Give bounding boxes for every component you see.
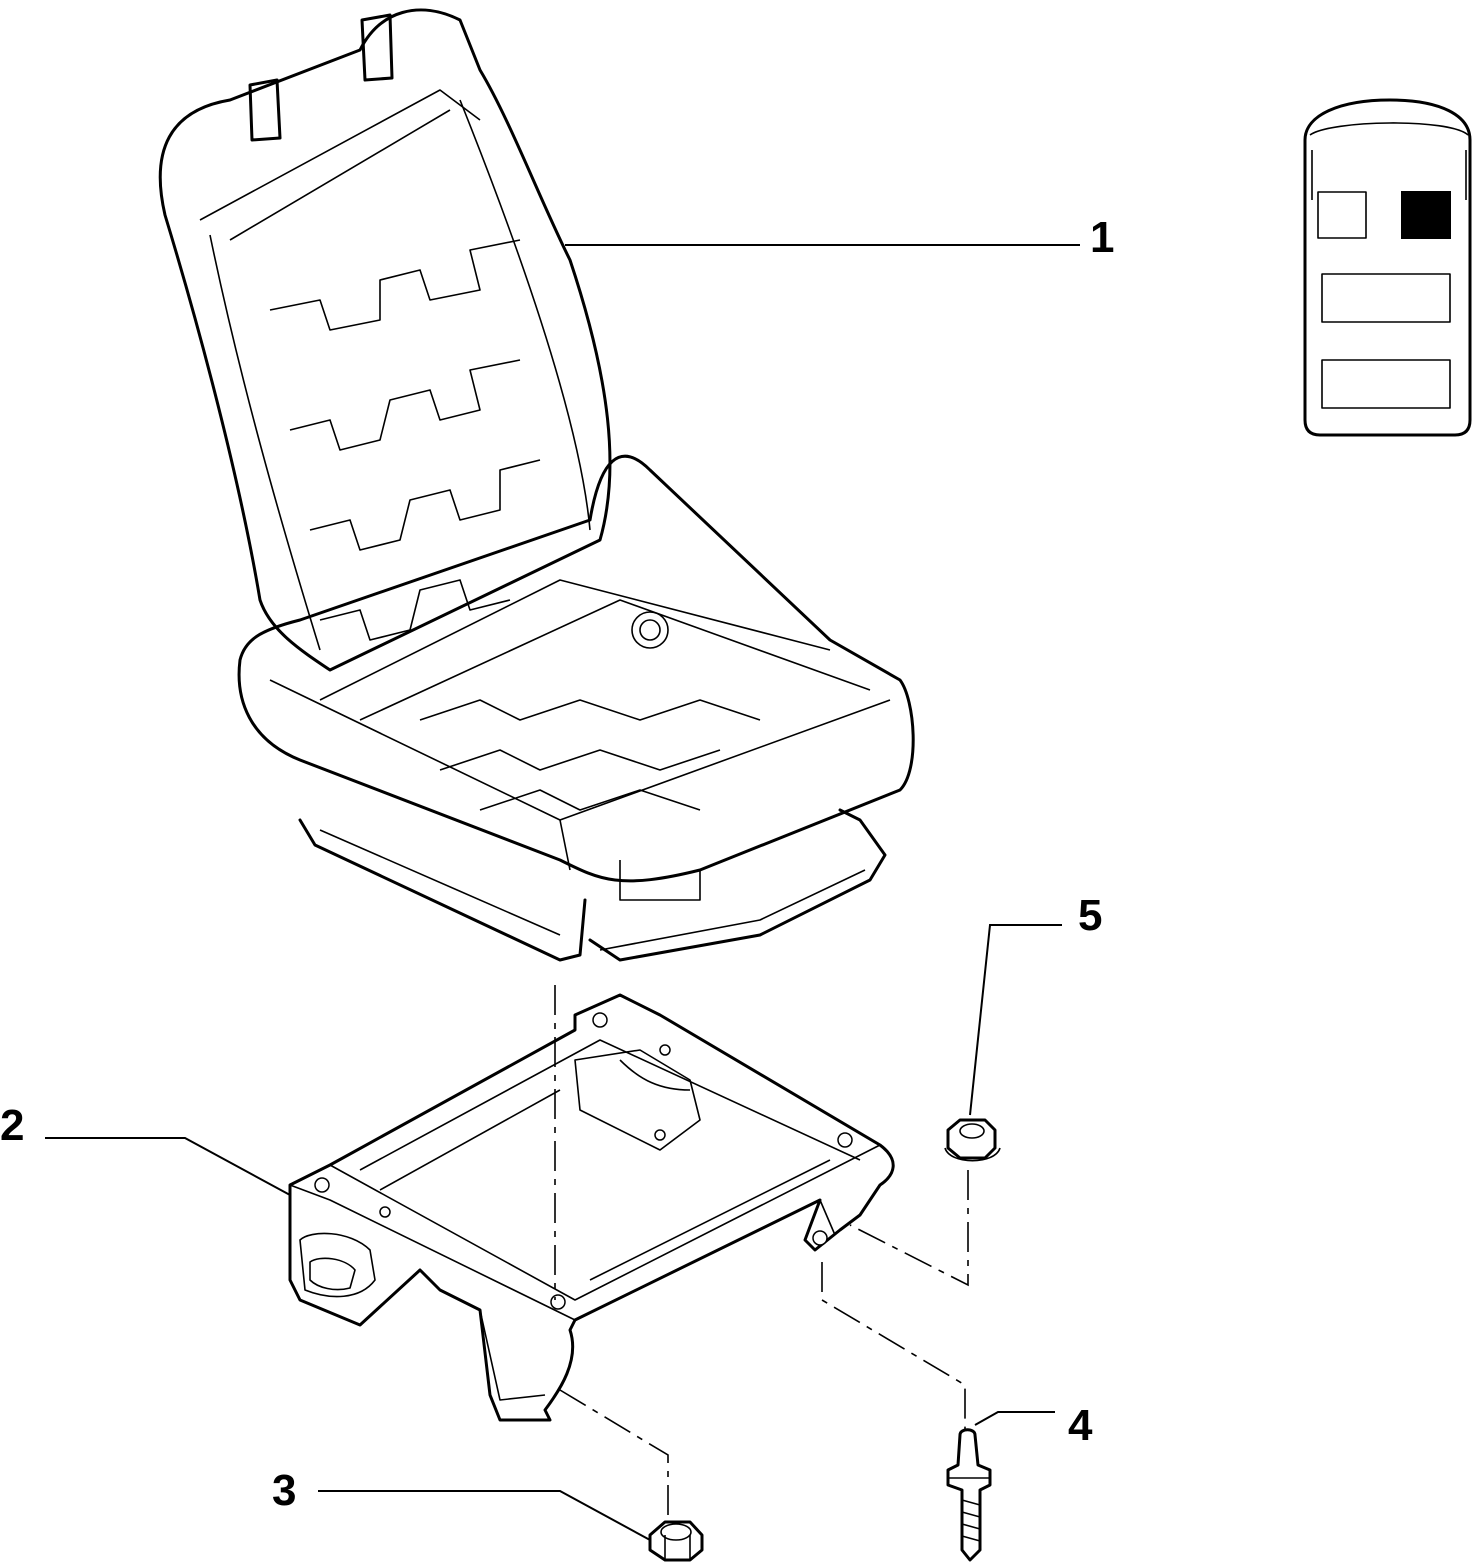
bolt-part-4[interactable] [946,1428,992,1562]
seat-base-frame-part-2[interactable] [288,993,895,1422]
vehicle-seat-locator [1303,98,1472,437]
seat-position-rear-row[interactable] [1321,359,1451,409]
assembly-lines [554,985,969,1520]
nut-part-3[interactable] [648,1520,704,1562]
seat-base-outline [288,993,895,1422]
headrest-post-left [248,78,282,142]
seat-rail-left [298,818,587,962]
leader-lines [45,244,1080,1541]
callout-1[interactable]: 1 [1090,213,1114,262]
seat-assembly-part-1[interactable] [158,8,915,962]
callouts: 1 2 3 4 5 [0,213,1114,1515]
vehicle-outline [1303,98,1472,437]
flange-nut-part-5[interactable] [944,1118,1001,1162]
seat-backrest-frame [158,8,612,672]
callout-5[interactable]: 5 [1078,891,1102,940]
callout-3[interactable]: 3 [272,1466,296,1515]
callout-4[interactable]: 4 [1068,1401,1093,1450]
seat-rail-right [588,808,887,962]
headrest-post-right [360,13,394,82]
seat-cushion-frame [237,454,915,883]
callout-2[interactable]: 2 [0,1101,24,1150]
seat-position-middle-row[interactable] [1321,273,1451,323]
seat-position-front-left[interactable] [1317,191,1367,239]
seat-position-front-right[interactable] [1401,191,1451,239]
